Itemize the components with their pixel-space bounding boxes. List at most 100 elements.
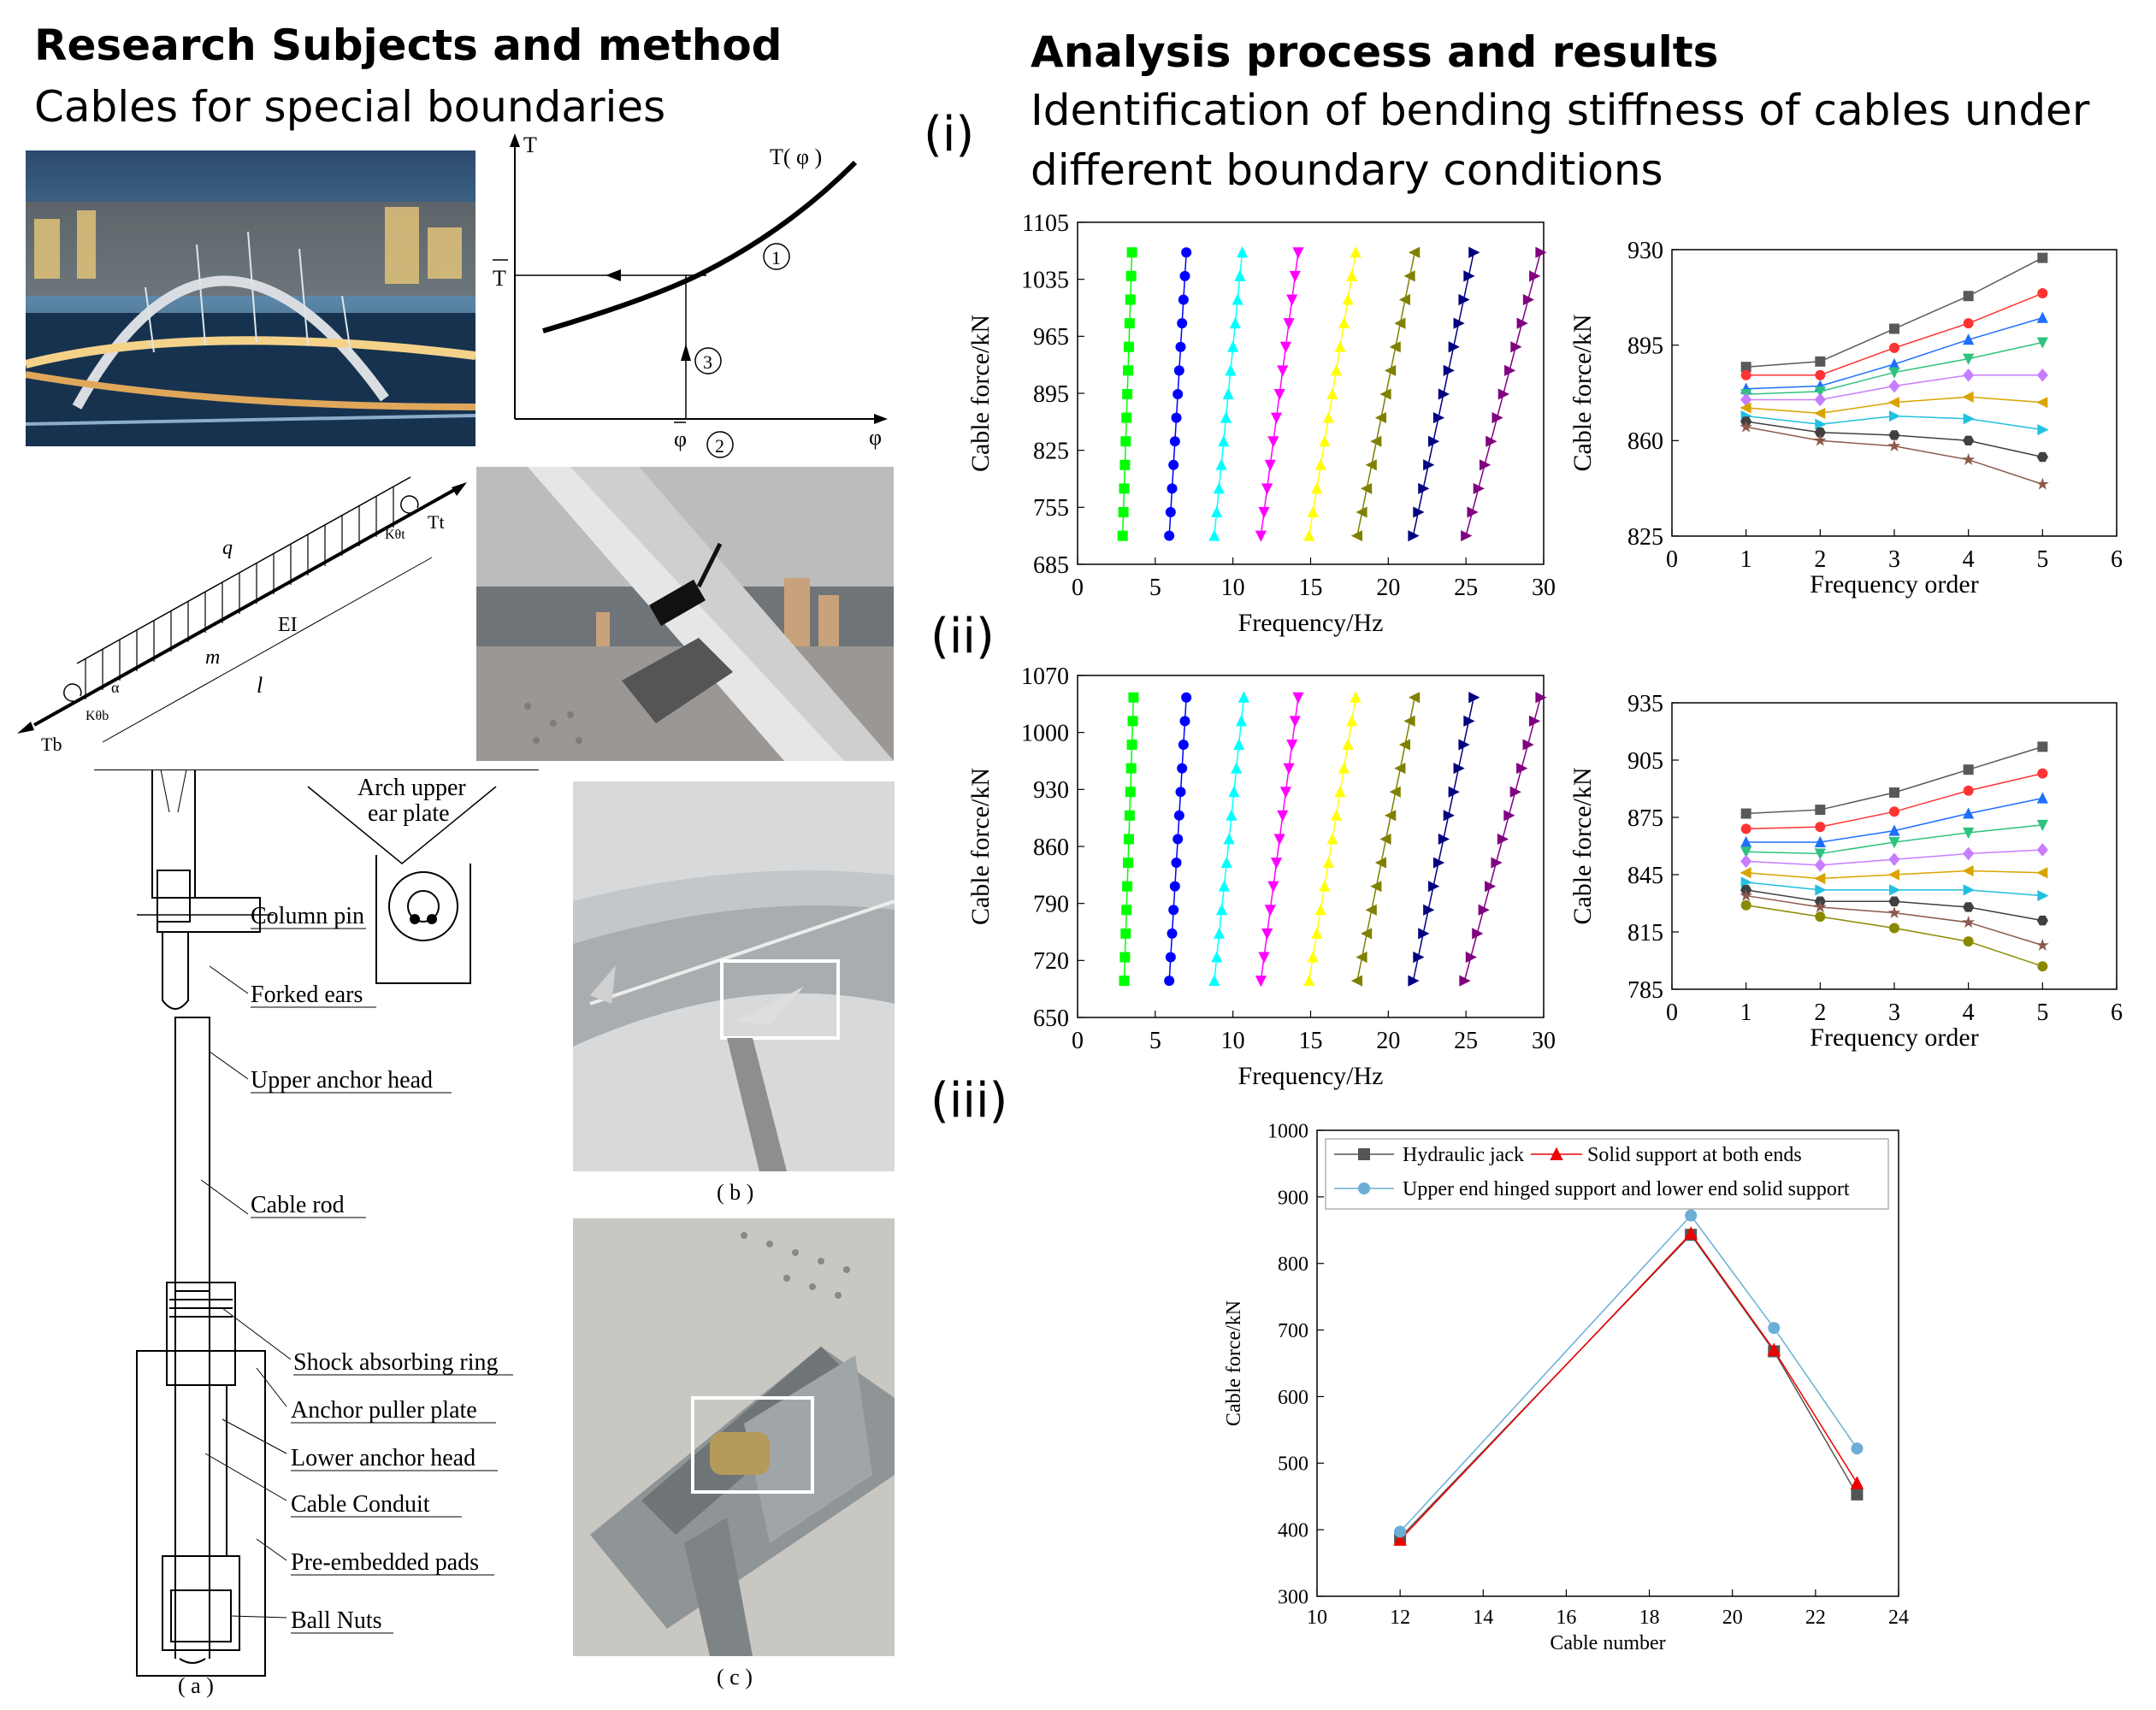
- data-point: [1851, 1442, 1864, 1455]
- cable-anchor-photo: [476, 467, 894, 761]
- data-point: [1215, 458, 1227, 470]
- data-point: [1307, 505, 1319, 518]
- data-point: [1428, 881, 1440, 893]
- data-point: [1814, 835, 1826, 848]
- legend-label: Solid support at both ends: [1587, 1144, 1802, 1166]
- data-point: [1173, 388, 1184, 399]
- data-point: [1273, 834, 1285, 846]
- data-point: [1889, 410, 1901, 422]
- data-point: [1123, 341, 1134, 352]
- arch-plate-label-line2: ear plate: [368, 800, 450, 827]
- data-point: [1418, 928, 1430, 940]
- data-point: [1887, 439, 1901, 452]
- data-point: [1468, 692, 1480, 704]
- data-point: [1486, 435, 1497, 447]
- top-spring-label: Kθt: [385, 528, 405, 542]
- right-subtitle-line1: Identification of bending stiffness of c…: [1031, 86, 2090, 135]
- top-tension-label: Tt: [428, 511, 445, 533]
- data-point: [1814, 392, 1826, 407]
- data-point: [1516, 317, 1528, 329]
- data-point: [1311, 482, 1323, 494]
- data-point: [1528, 715, 1541, 727]
- x-tick-label: 1: [1740, 999, 1752, 1026]
- data-point: [1458, 293, 1470, 306]
- caption-b: ( b ): [717, 1180, 754, 1205]
- data-point: [1128, 692, 1139, 703]
- data-point: [1330, 364, 1343, 376]
- data-point: [1740, 402, 1751, 414]
- y-tick-label: 1000: [1267, 1120, 1308, 1142]
- x-tick-label: 2: [1814, 999, 1826, 1026]
- data-point: [1448, 341, 1460, 353]
- x-axis-label: φ: [869, 425, 882, 450]
- y-tick-label: 900: [1278, 1187, 1308, 1209]
- data-point: [1370, 881, 1382, 893]
- data-point: [1229, 316, 1241, 329]
- y-tick-label: 700: [1278, 1320, 1308, 1342]
- data-point: [1962, 916, 1976, 929]
- y-tick-label: 860: [1627, 428, 1663, 455]
- data-point: [1889, 342, 1899, 353]
- data-point: [1374, 411, 1387, 424]
- data-point: [1119, 483, 1130, 494]
- series-line: [1399, 1234, 1858, 1539]
- data-point: [1403, 715, 1415, 727]
- x-tick-label: 3: [1888, 546, 1900, 573]
- plot-frame: [1671, 249, 2118, 537]
- y-tick-label: 895: [1627, 333, 1663, 359]
- data-point: [1165, 952, 1176, 963]
- y-tick-label: 1035: [1021, 267, 1069, 293]
- data-point: [1497, 388, 1509, 400]
- x-tick-label: 6: [2111, 546, 2123, 573]
- legend-label: Upper end hinged support and lower end s…: [1403, 1178, 1850, 1200]
- data-point: [1963, 764, 1974, 775]
- data-point: [1850, 1476, 1864, 1489]
- data-point: [1389, 786, 1401, 798]
- data-point: [1463, 270, 1475, 282]
- data-point: [1181, 692, 1192, 703]
- data-point: [1303, 974, 1315, 987]
- x-tick-label: 5: [1149, 1028, 1161, 1054]
- data-point: [1814, 848, 1826, 860]
- data-point: [1888, 896, 1900, 906]
- data-point: [1226, 809, 1237, 821]
- data-point: [1385, 810, 1397, 822]
- data-point: [1177, 763, 1188, 774]
- data-point: [1303, 529, 1315, 541]
- data-point: [2036, 819, 2048, 832]
- data-point: [1233, 738, 1245, 750]
- data-point: [1740, 808, 1751, 819]
- data-point: [1177, 318, 1188, 329]
- x-tick-label: 5: [2036, 999, 2048, 1026]
- data-point: [1529, 270, 1541, 282]
- data-point: [1889, 787, 1899, 798]
- angle-label: α: [111, 679, 120, 696]
- legend-marker: [1358, 1182, 1370, 1194]
- data-point: [2036, 368, 2048, 382]
- data-point: [2035, 477, 2049, 490]
- data-point: [1338, 762, 1350, 774]
- data-point: [1208, 974, 1220, 987]
- length-label: l: [257, 673, 263, 698]
- data-point: [1169, 436, 1180, 447]
- data-point: [1223, 833, 1235, 845]
- data-point: [1413, 951, 1425, 964]
- data-point: [2036, 451, 2048, 463]
- data-point: [1119, 976, 1130, 987]
- mass-label: m: [205, 646, 220, 669]
- data-point: [1125, 270, 1137, 281]
- data-point: [1322, 411, 1334, 423]
- x-tick-label: 12: [1390, 1607, 1410, 1629]
- data-point: [1389, 341, 1401, 353]
- data-point: [1235, 715, 1248, 727]
- data-point: [1350, 975, 1362, 987]
- data-point: [1319, 434, 1331, 447]
- data-point: [1438, 388, 1450, 400]
- legend-label: Hydraulic jack: [1403, 1144, 1524, 1166]
- data-point: [1123, 834, 1134, 845]
- data-point: [1432, 857, 1445, 869]
- x-tick-label: 5: [2036, 546, 2048, 573]
- x-tick-label: 20: [1376, 575, 1400, 601]
- data-point: [1334, 340, 1346, 352]
- bottom-tension-label: Tb: [41, 734, 62, 755]
